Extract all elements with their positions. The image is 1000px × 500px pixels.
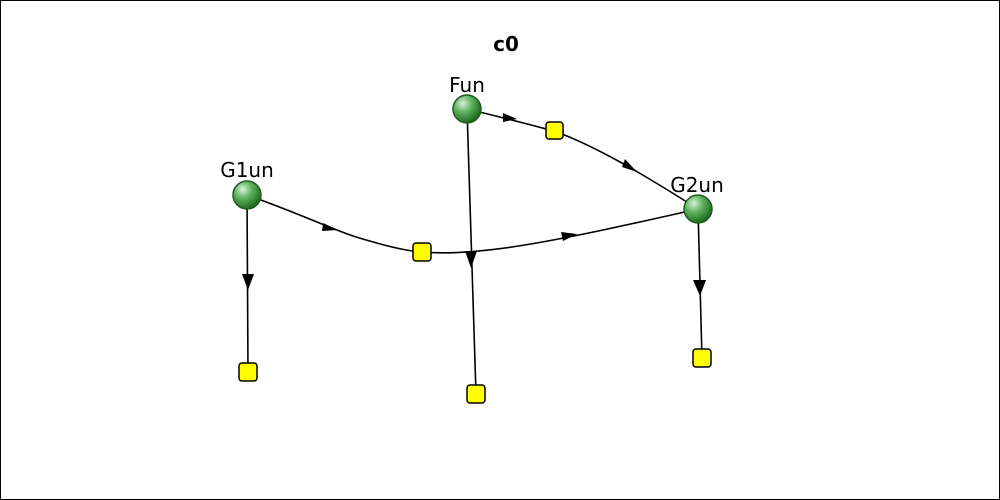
arrow-square-1-g2un [622, 159, 637, 172]
square-node-1[interactable] [545, 121, 564, 140]
arrow-g2un-square-5 [693, 280, 706, 296]
edge-square-2-to-g2un [421, 208, 699, 254]
square-node-2[interactable] [412, 242, 432, 262]
node-g1un[interactable] [232, 180, 262, 210]
edge-g1un-to-square-2 [246, 194, 423, 253]
diagram-title: c0 [493, 32, 519, 56]
edge-square-1-to-g2un [553, 130, 699, 210]
arrow-square-2-g2un [561, 232, 577, 241]
square-node-3[interactable] [238, 362, 258, 382]
node-label-fun: Fun [449, 73, 485, 97]
node-label-g1un: G1un [220, 158, 274, 182]
arrow-fun-square-1 [503, 113, 517, 122]
square-node-4[interactable] [466, 384, 486, 404]
arrow-fun-square-4 [465, 251, 477, 268]
node-label-g2un: G2un [670, 173, 724, 197]
arrow-g1un-square-2 [322, 223, 338, 231]
node-g2un[interactable] [683, 194, 713, 224]
node-fun[interactable] [452, 94, 482, 124]
arrow-g1un-square-3 [242, 274, 254, 290]
square-node-5[interactable] [692, 348, 712, 368]
